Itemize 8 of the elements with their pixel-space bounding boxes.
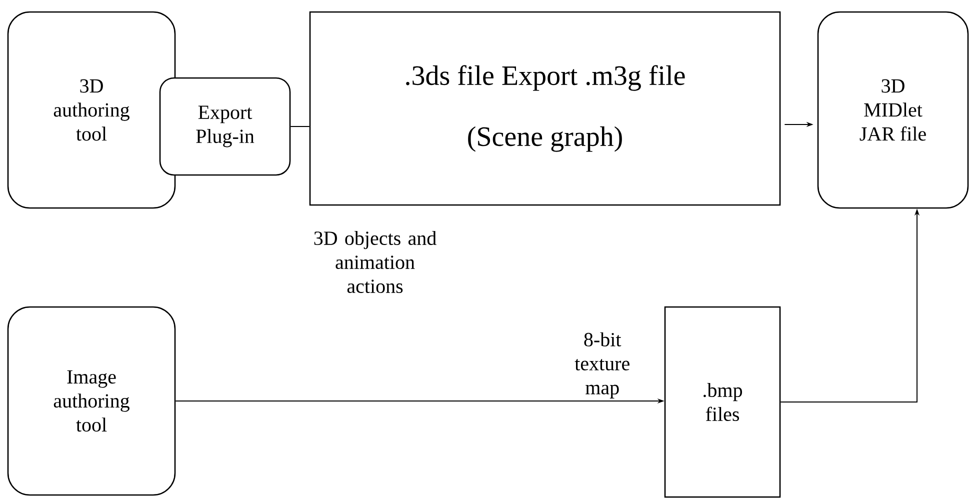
component-box: 3D MIDlet JAR file bbox=[817, 11, 969, 209]
note-text: 3D objects and animation actions bbox=[314, 230, 436, 294]
component-box: .bmp files bbox=[664, 306, 781, 498]
component-box: Image authoring tool bbox=[7, 306, 176, 496]
scene-graph-box: .3ds file Export .m3g file (Scene graph) bbox=[309, 11, 781, 206]
edge-label: 8-bit texture map bbox=[574, 332, 630, 398]
component-box: 3D authoring tool bbox=[7, 11, 176, 209]
component-box: Export Plug-in bbox=[159, 77, 291, 176]
